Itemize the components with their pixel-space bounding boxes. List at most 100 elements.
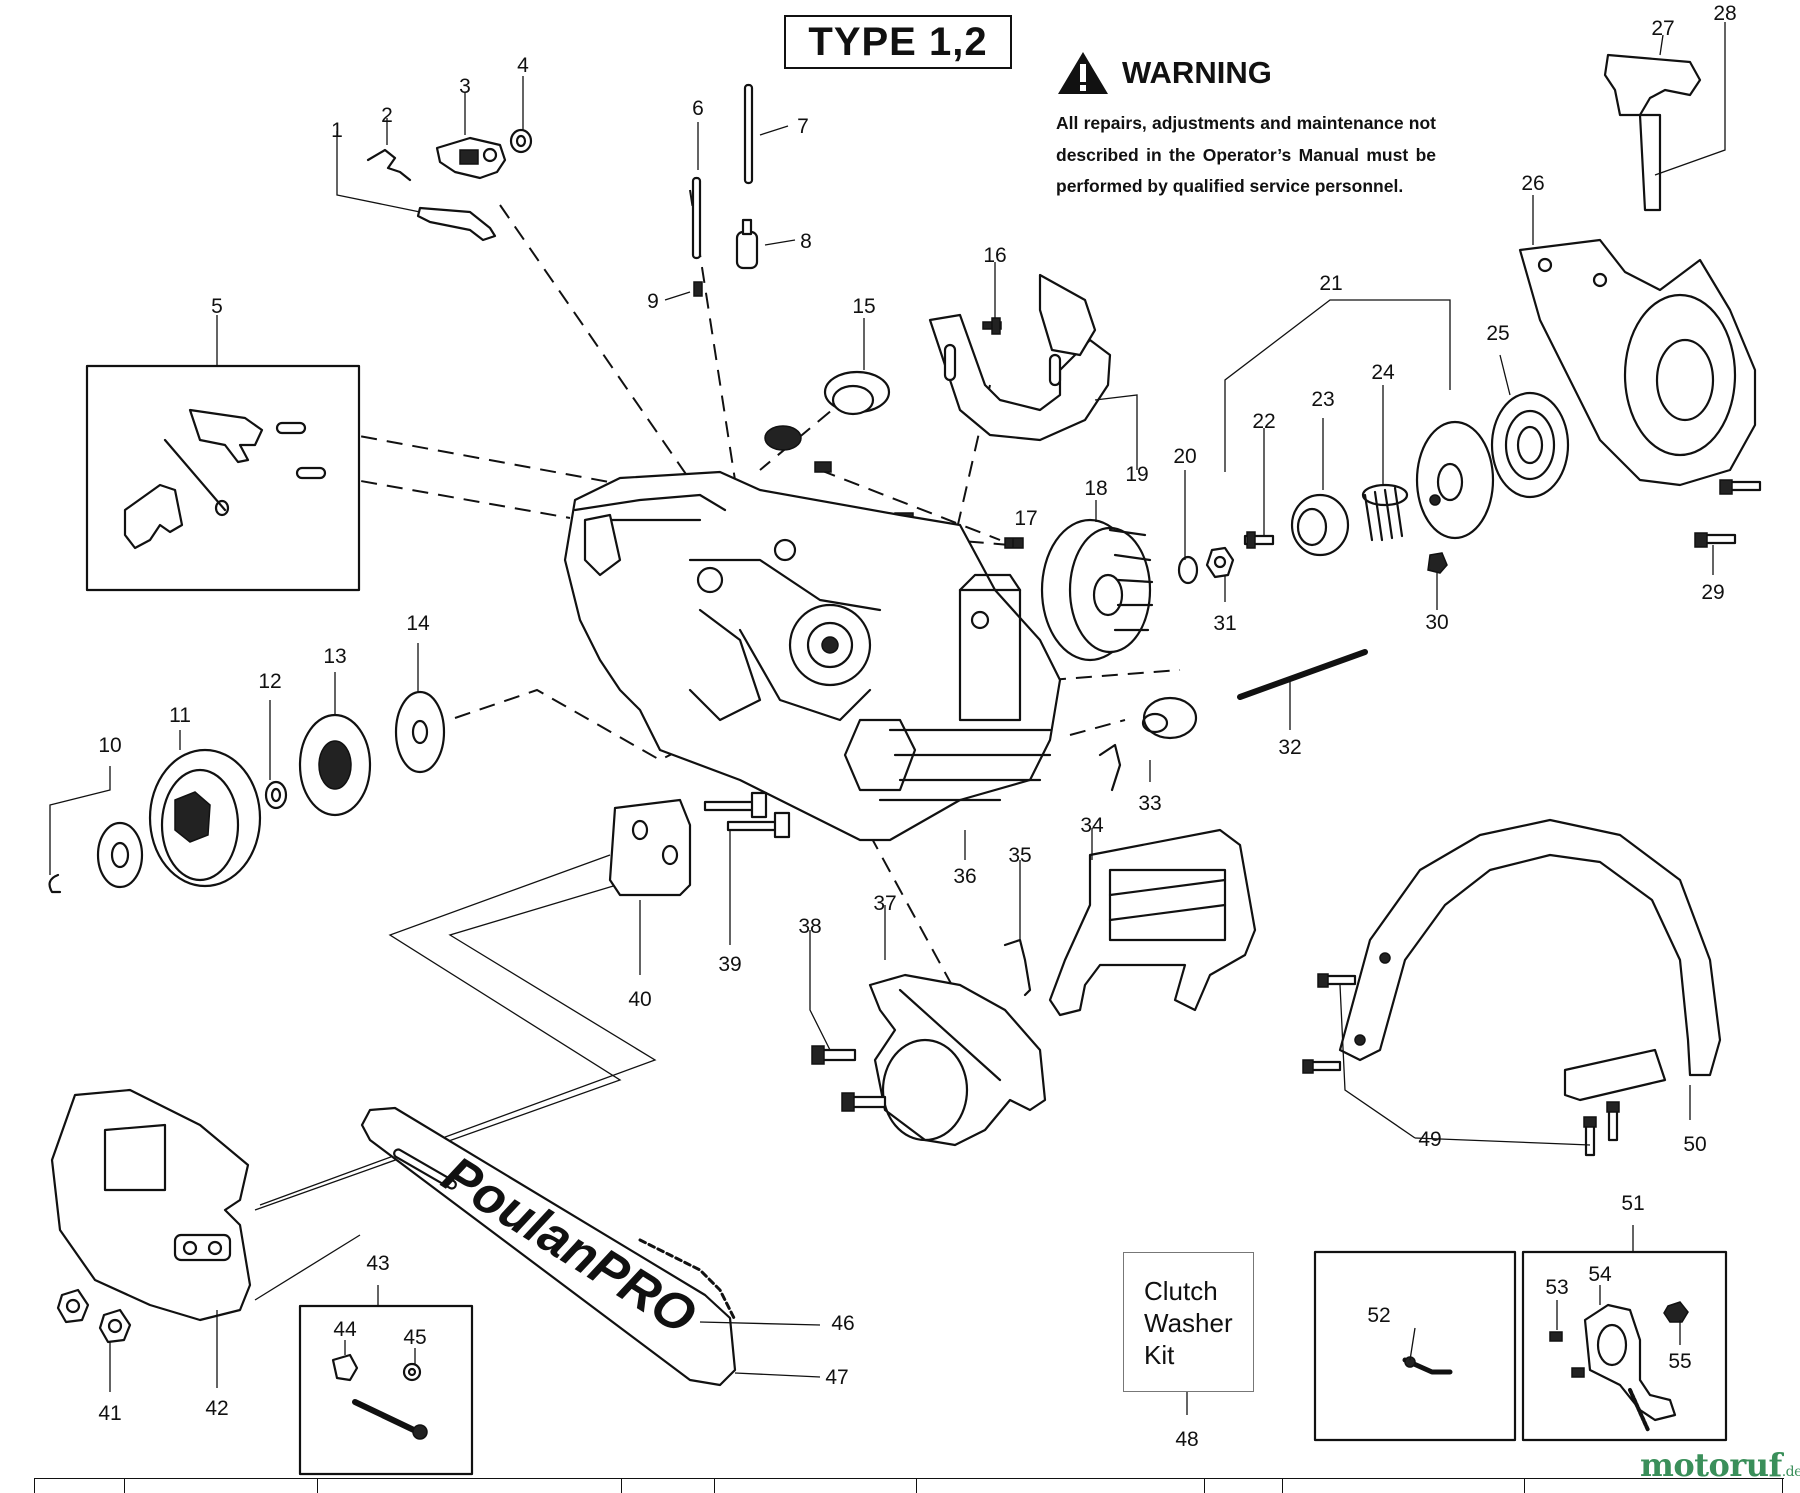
recoil-spring-part-25 (1490, 391, 1570, 499)
kit-box-43 (298, 1304, 474, 1476)
callout-43: 43 (366, 1252, 389, 1275)
bolt-parts-39 (703, 791, 791, 839)
callout-33: 33 (1138, 792, 1161, 815)
saw-chain-part (638, 1238, 737, 1322)
callout-2: 2 (381, 104, 393, 127)
callout-38: 38 (798, 915, 821, 938)
callout-44: 44 (333, 1318, 357, 1341)
callout-41: 41 (98, 1402, 121, 1425)
callout-23: 23 (1311, 388, 1334, 411)
kit-line: Kit (1144, 1340, 1175, 1370)
callout-18: 18 (1084, 477, 1107, 500)
clutch-drum-part (148, 748, 262, 888)
callout-55: 55 (1668, 1350, 1691, 1373)
callout-9: 9 (647, 290, 659, 313)
callout-48: 48 (1175, 1428, 1198, 1451)
heat-shield-part (928, 273, 1112, 442)
rod-part-32 (1237, 649, 1368, 700)
clutch-washer-kit-box: Clutch Washer Kit (1123, 1252, 1254, 1392)
callout-3: 3 (459, 75, 471, 98)
callout-26: 26 (1521, 172, 1544, 195)
watermark: motoruf.de (1640, 1446, 1800, 1484)
callout-36: 36 (953, 865, 976, 888)
callout-19: 19 (1125, 463, 1148, 486)
warning-title: WARNING (1122, 55, 1272, 90)
callout-24: 24 (1371, 361, 1395, 384)
callout-25: 25 (1486, 322, 1509, 345)
kit-line: Washer (1144, 1308, 1233, 1338)
callout-1: 1 (331, 119, 343, 142)
watermark-text: motoruf (1640, 1446, 1782, 1484)
callout-40: 40 (628, 988, 651, 1011)
chain-tensioner-plate-part (608, 798, 692, 897)
screw-parts-38 (811, 1045, 887, 1112)
engine-housing-part (563, 470, 1062, 842)
retaining-clip-part-10 (48, 873, 62, 894)
callout-34: 34 (1080, 814, 1104, 837)
callout-5: 5 (211, 295, 223, 318)
rod-part-7 (743, 83, 754, 185)
warning-heading: WARNING (1056, 50, 1436, 96)
spring-part (366, 148, 412, 182)
carburetor-part (435, 136, 507, 180)
callout-labels: 1 2 3 4 5 6 7 8 9 10 11 12 13 14 15 16 1… (98, 2, 1736, 1451)
callout-52: 52 (1367, 1304, 1390, 1327)
callout-32: 32 (1278, 736, 1301, 759)
callout-35: 35 (1008, 844, 1031, 867)
chain-brake-handle-part (1048, 828, 1257, 1017)
callout-11: 11 (169, 704, 191, 727)
type-label: TYPE 1,2 (784, 15, 1012, 69)
plate-part-14 (394, 690, 446, 774)
warning-text: All repairs, adjustments and maintenance… (1056, 113, 1436, 196)
brake-band-part (868, 973, 1047, 1147)
callout-13: 13 (323, 645, 346, 668)
screw-part-22 (1243, 531, 1275, 549)
screw-parts-49 (1302, 973, 1620, 1157)
watermark-suffix: .de (1781, 1464, 1800, 1480)
oil-cap-part-33 (1098, 696, 1198, 792)
callout-31: 31 (1213, 612, 1236, 635)
warning-block: WARNING All repairs, adjustments and mai… (1056, 50, 1436, 203)
kit-box-52 (1313, 1250, 1517, 1442)
pin-part-9 (693, 281, 703, 297)
ring-part-4 (509, 128, 533, 154)
callout-7: 7 (797, 115, 809, 138)
starter-housing-part (1518, 238, 1757, 487)
starter-pawl-part (1415, 420, 1495, 540)
callout-14: 14 (406, 612, 430, 635)
kit-box-51 (1521, 1250, 1728, 1442)
callout-51: 51 (1621, 1192, 1644, 1215)
nut-part-30 (1427, 552, 1448, 574)
callout-29: 29 (1701, 581, 1724, 604)
kit-line: Clutch (1144, 1276, 1218, 1306)
spring-part-24 (1361, 483, 1409, 542)
callout-4: 4 (517, 54, 529, 77)
callout-37: 37 (873, 892, 896, 915)
warning-triangle-icon (1058, 52, 1108, 94)
callout-17: 17 (1014, 507, 1037, 530)
callout-21: 21 (1319, 272, 1342, 295)
nut-parts-41 (56, 1288, 132, 1344)
flywheel-part (1040, 518, 1154, 662)
callout-6: 6 (692, 97, 704, 120)
fuel-filter-part (735, 218, 759, 270)
callout-54: 54 (1588, 1263, 1612, 1286)
callout-50: 50 (1683, 1133, 1706, 1156)
callout-15: 15 (852, 295, 875, 318)
callout-49: 49 (1418, 1128, 1441, 1151)
spring-part-35 (1003, 938, 1032, 997)
kit-box-5 (85, 364, 361, 592)
callout-47: 47 (825, 1366, 848, 1389)
bar-brand: PoulanPRO (432, 1145, 705, 1346)
clutch-part-13 (298, 713, 372, 817)
throttle-lever-part (416, 206, 497, 242)
callout-53: 53 (1545, 1276, 1568, 1299)
bottom-table-edge (34, 1478, 1784, 1493)
callout-22: 22 (1252, 410, 1275, 433)
callout-8: 8 (800, 230, 812, 253)
callout-12: 12 (258, 670, 281, 693)
pulley-part-23 (1290, 493, 1350, 557)
sprocket-cover-part (50, 1088, 252, 1322)
screw-parts-29 (1694, 479, 1762, 548)
oil-cap-part (764, 370, 891, 451)
